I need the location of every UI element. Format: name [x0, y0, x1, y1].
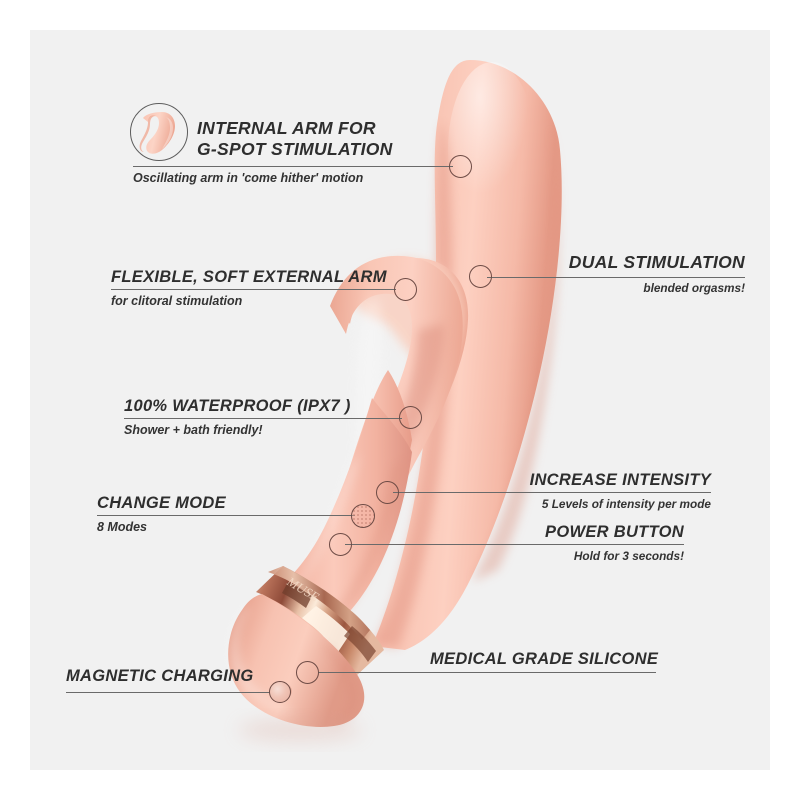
callout-flexible-arm: FLEXIBLE, SOFT EXTERNAL ARM — [111, 268, 387, 287]
callout-title-increase-intensity: INCREASE INTENSITY — [529, 471, 711, 489]
leader-line-change-mode — [97, 515, 355, 516]
internal-arm-icon-badge — [130, 103, 188, 161]
callout-subtitle-power-button: Hold for 3 seconds! — [573, 549, 684, 563]
callout-power-button: POWER BUTTON — [434, 523, 684, 542]
callout-subtitle-internal-arm: Oscillating arm in 'come hither' motion — [133, 171, 364, 185]
hotspot-magnetic-charging[interactable] — [269, 681, 291, 703]
leader-line-flexible-arm — [111, 289, 396, 290]
base-shadow — [238, 718, 362, 742]
leader-line-magnetic-charging — [66, 692, 278, 693]
callout-sub-flexible-arm-wrap: for clitoral stimulation — [111, 294, 242, 308]
callout-title-magnetic-charging: MAGNETIC CHARGING — [66, 667, 254, 685]
callout-title-internal-arm-line1: INTERNAL ARM FOR — [197, 118, 376, 138]
callout-sub-dual-stimulation-wrap: blended orgasms! — [445, 281, 745, 295]
callout-medical-grade-silicone: MEDICAL GRADE SILICONE — [430, 650, 658, 669]
hotspot-change-mode[interactable] — [351, 504, 375, 528]
callout-waterproof: 100% WATERPROOF (IPX7 ) — [124, 397, 351, 416]
callout-subtitle-dual-stimulation: blended orgasms! — [643, 281, 745, 295]
product-base — [228, 594, 365, 727]
callout-subtitle-flexible-arm: for clitoral stimulation — [111, 294, 243, 308]
handle-shade — [300, 456, 406, 642]
callout-title-dual-stimulation: DUAL STIMULATION — [568, 252, 745, 272]
callout-magnetic-charging: MAGNETIC CHARGING — [66, 667, 254, 686]
product-silhouette-icon — [139, 112, 175, 154]
hotspot-internal-arm[interactable] — [449, 155, 472, 178]
hotspot-power-button[interactable] — [329, 533, 352, 556]
leader-line-power-button — [345, 544, 684, 545]
handle-highlight — [260, 452, 360, 626]
callout-title-change-mode: CHANGE MODE — [97, 494, 226, 512]
callout-sub-increase-intensity-wrap: 5 Levels of intensity per mode — [420, 497, 711, 511]
callout-subtitle-increase-intensity: 5 Levels of intensity per mode — [541, 497, 711, 511]
hotspot-medical-grade-silicone[interactable] — [296, 661, 319, 684]
head-right-shade — [472, 120, 560, 582]
hotspot-dual-stimulation[interactable] — [469, 265, 492, 288]
base-highlight — [229, 606, 300, 714]
callout-sub-internal-arm-wrap: Oscillating arm in 'come hither' motion — [133, 171, 363, 185]
callout-internal-arm: INTERNAL ARM FOR G-SPOT STIMULATION — [197, 118, 393, 159]
head-highlight — [448, 62, 536, 238]
callout-title-waterproof: 100% WATERPROOF (IPX7 ) — [124, 397, 351, 415]
leader-line-internal-arm — [133, 166, 453, 167]
callout-title-internal-arm-line2: G-SPOT STIMULATION — [197, 138, 393, 159]
callout-change-mode: CHANGE MODE — [97, 494, 226, 513]
callout-sub-power-button-wrap: Hold for 3 seconds! — [434, 549, 684, 563]
hotspot-increase-intensity[interactable] — [376, 481, 399, 504]
callout-increase-intensity: INCREASE INTENSITY — [420, 471, 711, 490]
hotspot-waterproof[interactable] — [399, 406, 422, 429]
callout-sub-waterproof-wrap: Shower + bath friendly! — [124, 423, 263, 437]
leader-line-waterproof — [124, 418, 402, 419]
callout-subtitle-waterproof: Shower + bath friendly! — [124, 423, 263, 437]
callout-title-flexible-arm: FLEXIBLE, SOFT EXTERNAL ARM — [111, 268, 387, 286]
leader-line-medical-grade-silicone — [318, 672, 656, 673]
leader-line-dual-stimulation — [487, 277, 745, 278]
callout-title-power-button: POWER BUTTON — [545, 523, 684, 541]
leader-line-increase-intensity — [393, 492, 711, 493]
base-shade — [322, 644, 357, 726]
callout-subtitle-change-mode: 8 Modes — [97, 520, 148, 534]
callout-title-medical-grade-silicone: MEDICAL GRADE SILICONE — [430, 650, 659, 668]
hotspot-flexible-arm[interactable] — [394, 278, 417, 301]
callout-sub-change-mode-wrap: 8 Modes — [97, 520, 147, 534]
callout-dual-stimulation: DUAL STIMULATION — [445, 252, 745, 273]
